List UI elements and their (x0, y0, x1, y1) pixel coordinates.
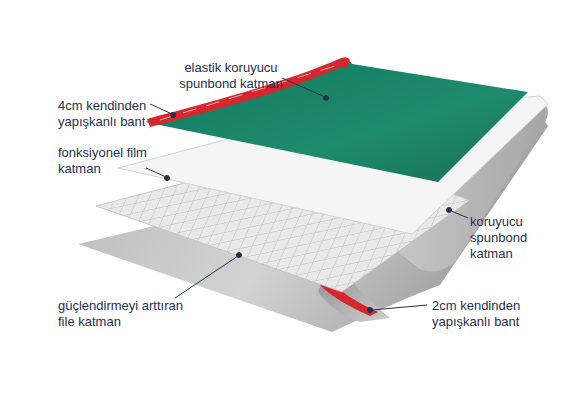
callout-label: 4cm kendinden yapışkanlı bant (58, 98, 164, 130)
callout-label: koruyucu spunbond katman (470, 214, 538, 262)
leader-lines (146, 78, 468, 313)
tape-4cm (147, 57, 350, 127)
callout-label: güçlendirmeyi arttıran file katman (58, 298, 186, 330)
callout-label: 2cm kendinden yapışkanlı bant (432, 298, 542, 330)
callout-label: fonksiyonel film katman (58, 145, 164, 177)
elastic-spunbond-layer (145, 60, 528, 182)
callout-label: elastik koruyucu spunbond katman (170, 60, 292, 92)
